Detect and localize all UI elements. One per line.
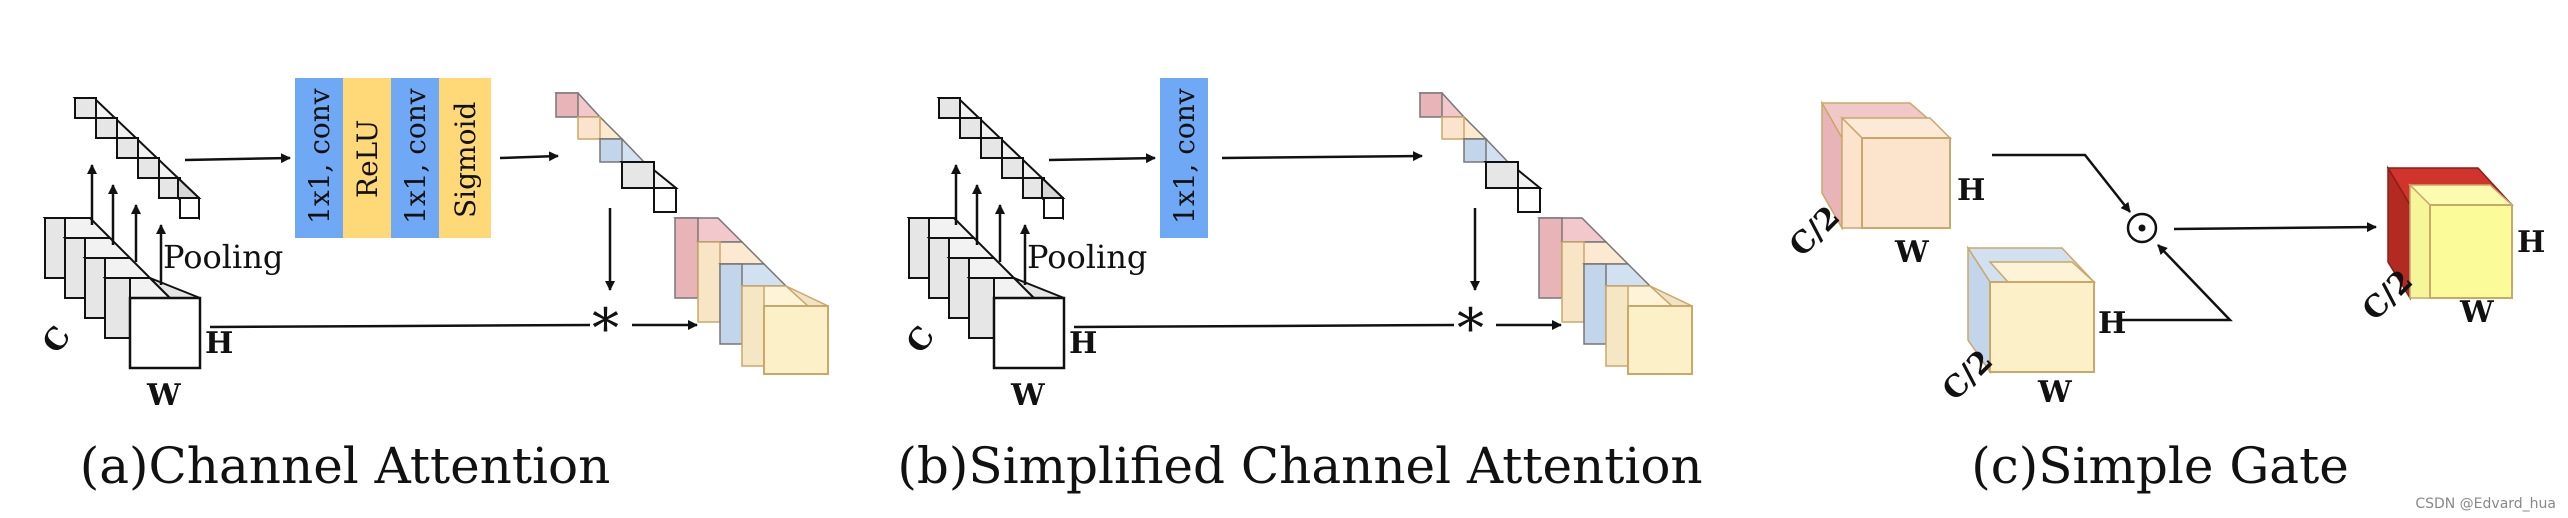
output-width-label: W: [2459, 295, 2495, 330]
attention-weight-vector: [1418, 92, 1543, 213]
conv-block: 1x1, conv: [1160, 78, 1208, 238]
panel-a-caption: (a)Channel Attention: [80, 437, 611, 495]
width-dim-label: W: [146, 378, 182, 413]
pooled-vector: [72, 97, 202, 221]
bottom-height-label: H: [2098, 306, 2126, 341]
skip-connection: [209, 323, 591, 329]
elementwise-product-node: [2126, 212, 2158, 244]
relu-block-label: ReLU: [351, 120, 384, 198]
watermark: CSDN @Edvard_hua: [2415, 496, 2556, 512]
panel-b-caption: (b)Simplified Channel Attention: [897, 437, 1702, 495]
conv1-block-label: 1x1, conv: [303, 88, 336, 224]
height-dim-label: H: [205, 326, 233, 361]
sigmoid-block-label: Sigmoid: [449, 102, 482, 218]
pooled-vector: [936, 97, 1066, 221]
conv-relu-conv-sigmoid-blocks: 1x1, conv ReLU 1x1, conv Sigmoid: [295, 78, 491, 238]
pooling-label: Pooling: [163, 238, 283, 276]
skip-connection: [1073, 323, 1455, 329]
multiply-operator: *: [1457, 297, 1484, 360]
output-height-label: H: [2517, 225, 2545, 260]
gated-output-cube: [2386, 165, 2514, 301]
height-dim-label: H: [1069, 326, 1097, 361]
input-feature-stack: [42, 217, 202, 370]
panel-a: Pooling C H W 1x1, conv ReLU 1x1, conv S…: [36, 78, 829, 495]
conv-block-label: 1x1, conv: [1168, 88, 1201, 224]
bottom-split-cube: [1966, 245, 2096, 375]
panel-b: Pooling C H W 1x1, conv *: [897, 78, 1703, 495]
output-feature-stack: [673, 217, 829, 375]
output-feature-stack: [1537, 217, 1693, 375]
attention-weight-vector: [554, 92, 679, 213]
channel-dim-label: C: [900, 320, 942, 360]
panel-c-caption: (c)Simple Gate: [1971, 437, 2349, 495]
input-feature-stack: [906, 217, 1066, 370]
bottom-width-label: W: [2037, 375, 2073, 410]
multiply-operator: *: [592, 297, 619, 360]
pooling-label: Pooling: [1027, 238, 1147, 276]
width-dim-label: W: [1010, 378, 1046, 413]
top-split-cube: [1820, 100, 1952, 231]
conv2-block-label: 1x1, conv: [399, 88, 432, 224]
top-height-label: H: [1957, 173, 1985, 208]
panel-c: H W C/2 H W C/2 H W C/2: [1783, 100, 2545, 495]
channel-dim-label: C: [36, 320, 78, 360]
top-width-label: W: [1894, 235, 1930, 270]
